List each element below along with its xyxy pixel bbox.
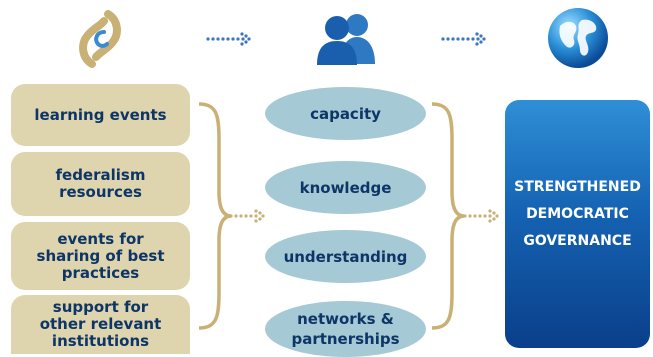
outcome-oval-networks: networks & partnerships — [265, 301, 426, 357]
outcome-oval-capacity: capacity — [265, 87, 426, 140]
outcome-label: capacity — [310, 104, 381, 123]
input-box-federalism-resources: federalism resources — [11, 152, 190, 216]
globe-icon — [548, 8, 608, 68]
dotted-arrow-icon — [463, 209, 499, 223]
input-label: federalism resources — [55, 166, 146, 201]
result-line: GOVERNANCE — [523, 232, 632, 249]
input-box-learning-events: learning events — [11, 84, 190, 146]
result-box: STRENGTHENED DEMOCRATIC GOVERNANCE — [505, 100, 650, 348]
dotted-arrow-icon — [441, 32, 486, 46]
outcome-label: networks & partnerships — [291, 310, 400, 348]
outcome-oval-knowledge: knowledge — [265, 161, 426, 214]
outcome-label: knowledge — [299, 178, 392, 197]
dotted-arrow-icon — [206, 32, 251, 46]
result-line: STRENGTHENED — [514, 178, 641, 195]
input-label: events for sharing of best practices — [36, 229, 165, 282]
input-label: learning events — [34, 105, 167, 124]
people-icon — [317, 14, 375, 65]
input-label: support for other relevant institutions — [39, 298, 162, 350]
outcome-oval-understanding: understanding — [265, 230, 426, 283]
result-line: DEMOCRATIC — [526, 205, 629, 222]
ring-logo-icon — [79, 10, 121, 68]
dotted-arrow-icon — [229, 209, 265, 223]
input-box-sharing-best-practices: events for sharing of best practices — [11, 222, 190, 290]
outcome-label: understanding — [283, 247, 408, 266]
input-box-support-institutions: support for other relevant institutions — [11, 295, 190, 354]
